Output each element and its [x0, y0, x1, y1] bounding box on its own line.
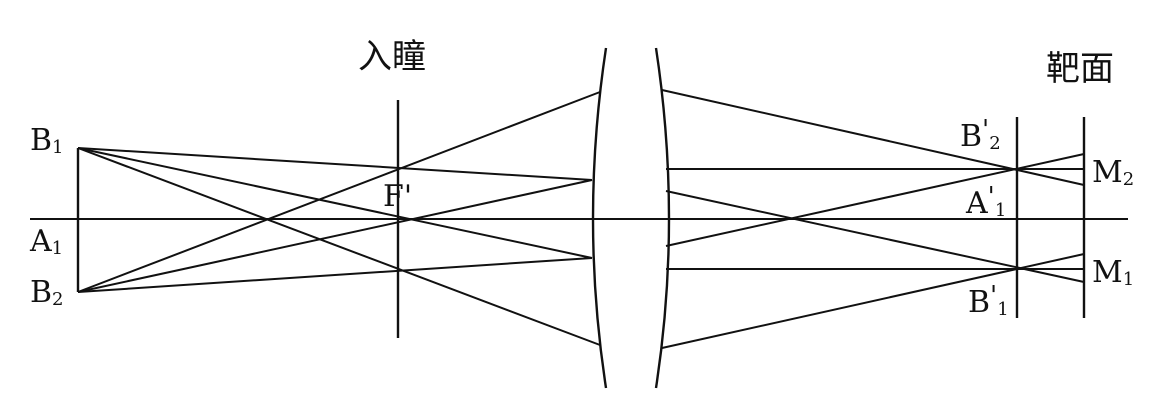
ray-b1-lens-bottom [77, 147, 601, 346]
label-a1: A1 [30, 224, 64, 259]
label-b2: B2 [30, 275, 64, 310]
label-b1: B1 [30, 123, 64, 158]
ray-out-lower-cross [665, 153, 1085, 247]
label-m1: M1 [1092, 255, 1135, 290]
ray-b2-lens-upper [77, 179, 593, 293]
ray-b1-lens-upper [77, 147, 593, 181]
entrance-pupil-label: 入瞳 [358, 37, 426, 77]
ray-b1-lens-lower [77, 147, 593, 259]
target-plane-label: 靶面 [1046, 49, 1114, 89]
label-f-prime: F' [383, 179, 413, 214]
label-a-prime-1: A'1 [966, 182, 1007, 221]
ray-b2-lens-top [77, 91, 601, 293]
ray-out-upper-cross [665, 190, 1085, 283]
ray-out-bottom [661, 253, 1085, 349]
label-m2: M2 [1092, 155, 1135, 190]
label-b-prime-1: B'1 [968, 281, 1009, 320]
lens-right-surface [654, 47, 671, 389]
ray-out-top [661, 89, 1085, 186]
label-b-prime-2: B'2 [960, 115, 1001, 154]
ray-b2-lens-lower [77, 257, 593, 293]
